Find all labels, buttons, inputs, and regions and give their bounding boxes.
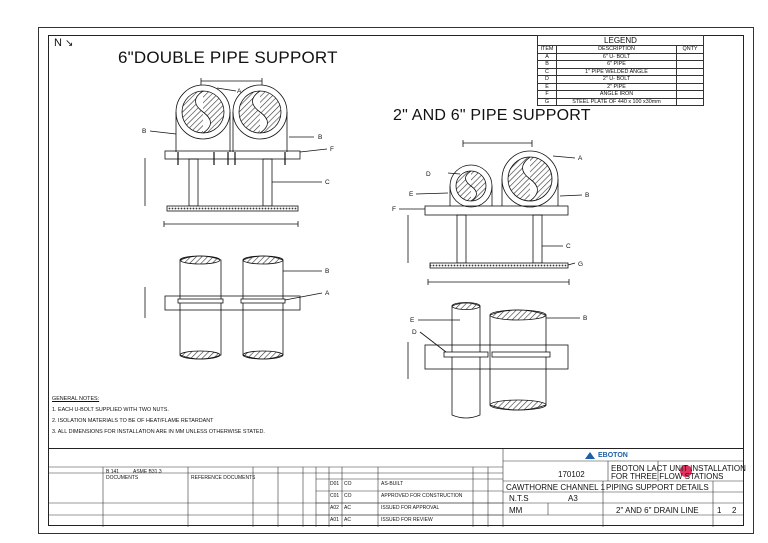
revision-desc: AS-BUILT <box>381 481 404 487</box>
revision-desc: ISSUED FOR REVIEW <box>381 517 433 523</box>
north-arrow-icon: ↘ <box>65 38 74 49</box>
callout-f: F <box>330 146 334 153</box>
documents-label: DOCUMENTS <box>106 475 139 481</box>
drawing-title: PIPING SUPPORT DETAILS <box>606 483 709 492</box>
callout-a: A <box>237 88 242 95</box>
revision-id: C01 <box>330 493 340 499</box>
company-logo-icon <box>585 452 595 459</box>
paper-size: A3 <box>568 494 578 503</box>
note-item: 1. EACH U-BOLT SUPPLIED WITH TWO NUTS. <box>52 407 169 413</box>
title-block-grid <box>48 449 744 527</box>
ref-code: B 141 <box>106 469 120 475</box>
callout-d: D <box>426 171 431 178</box>
revision-code: CO <box>344 493 352 499</box>
notes-heading: GENERAL NOTES: <box>52 396 100 402</box>
right-elevation-view <box>399 140 583 285</box>
legend-qty <box>676 97 704 106</box>
callout-b: B <box>318 134 322 141</box>
north-arrow: N ↘ <box>54 37 73 49</box>
callout-a: A <box>578 155 583 162</box>
note-item: 3. ALL DIMENSIONS FOR INSTALLATION ARE I… <box>52 429 265 435</box>
revision-code: CO <box>344 481 352 487</box>
callout-g: G <box>578 261 583 268</box>
drawing-frame <box>48 35 744 526</box>
units: MM <box>509 506 523 515</box>
callout-f: F <box>392 206 396 213</box>
callout-b: B <box>585 192 589 199</box>
callout-a: A <box>325 290 330 297</box>
callout-b: B <box>583 315 587 322</box>
revision-id: A01 <box>330 517 339 523</box>
ref-documents-label: REFERENCE DOCUMENTS <box>191 475 256 481</box>
project-title-line-1: EBOTON LACT UNIT INSTALLATION <box>611 464 746 473</box>
title-2-and-6-pipe-support: 2" AND 6" PIPE SUPPORT <box>393 107 591 124</box>
title-double-pipe-support: 6"DOUBLE PIPE SUPPORT <box>118 48 338 67</box>
company-name: EBOTON <box>598 452 628 459</box>
note-item: 2. ISOLATION MATERIALS TO BE OF HEAT/FLA… <box>52 418 214 424</box>
general-notes: GENERAL NOTES: 1. EACH U-BOLT SUPPLIED W… <box>52 394 265 438</box>
client-logo-icon <box>680 465 692 477</box>
right-plan-view <box>407 302 580 419</box>
revision-code: AC <box>344 505 351 511</box>
location: CAWTHORNE CHANNEL 1 <box>506 483 605 492</box>
client-logo <box>680 465 692 477</box>
callout-c: C <box>566 243 571 250</box>
scale: N.T.S <box>509 494 529 503</box>
ref-std: ASME B31.3 <box>133 469 162 475</box>
drawing-name: 2" AND 6" DRAIN LINE <box>616 506 699 515</box>
company-logo <box>585 452 595 459</box>
callout-e: E <box>410 317 415 324</box>
project-number: 170102 <box>558 470 585 479</box>
sheet-number: 1 <box>717 506 722 515</box>
sheet-total: 2 <box>732 506 737 515</box>
legend-title: LEGEND <box>537 35 704 46</box>
callout-b: B <box>142 128 146 135</box>
left-plan-view <box>144 255 323 360</box>
callout-d: D <box>412 329 417 336</box>
north-label: N <box>54 37 62 49</box>
revision-desc: APPROVED FOR CONSTRUCTION <box>381 493 463 499</box>
callout-e: E <box>409 191 414 198</box>
revision-id: A02 <box>330 505 339 511</box>
revision-id: D01 <box>330 481 340 487</box>
project-title-line-2: FOR THREE FLOW STATIONS <box>611 472 724 481</box>
callout-c: C <box>325 179 330 186</box>
callout-b: B <box>325 268 329 275</box>
revision-code: AC <box>344 517 351 523</box>
title-block: B 141 ASME B31.3 DOCUMENTS REFERENCE DOC… <box>48 448 746 527</box>
left-elevation-view <box>144 78 328 227</box>
drawing-sheet-border <box>38 27 754 534</box>
revision-desc: ISSUED FOR APPROVAL <box>381 505 440 511</box>
